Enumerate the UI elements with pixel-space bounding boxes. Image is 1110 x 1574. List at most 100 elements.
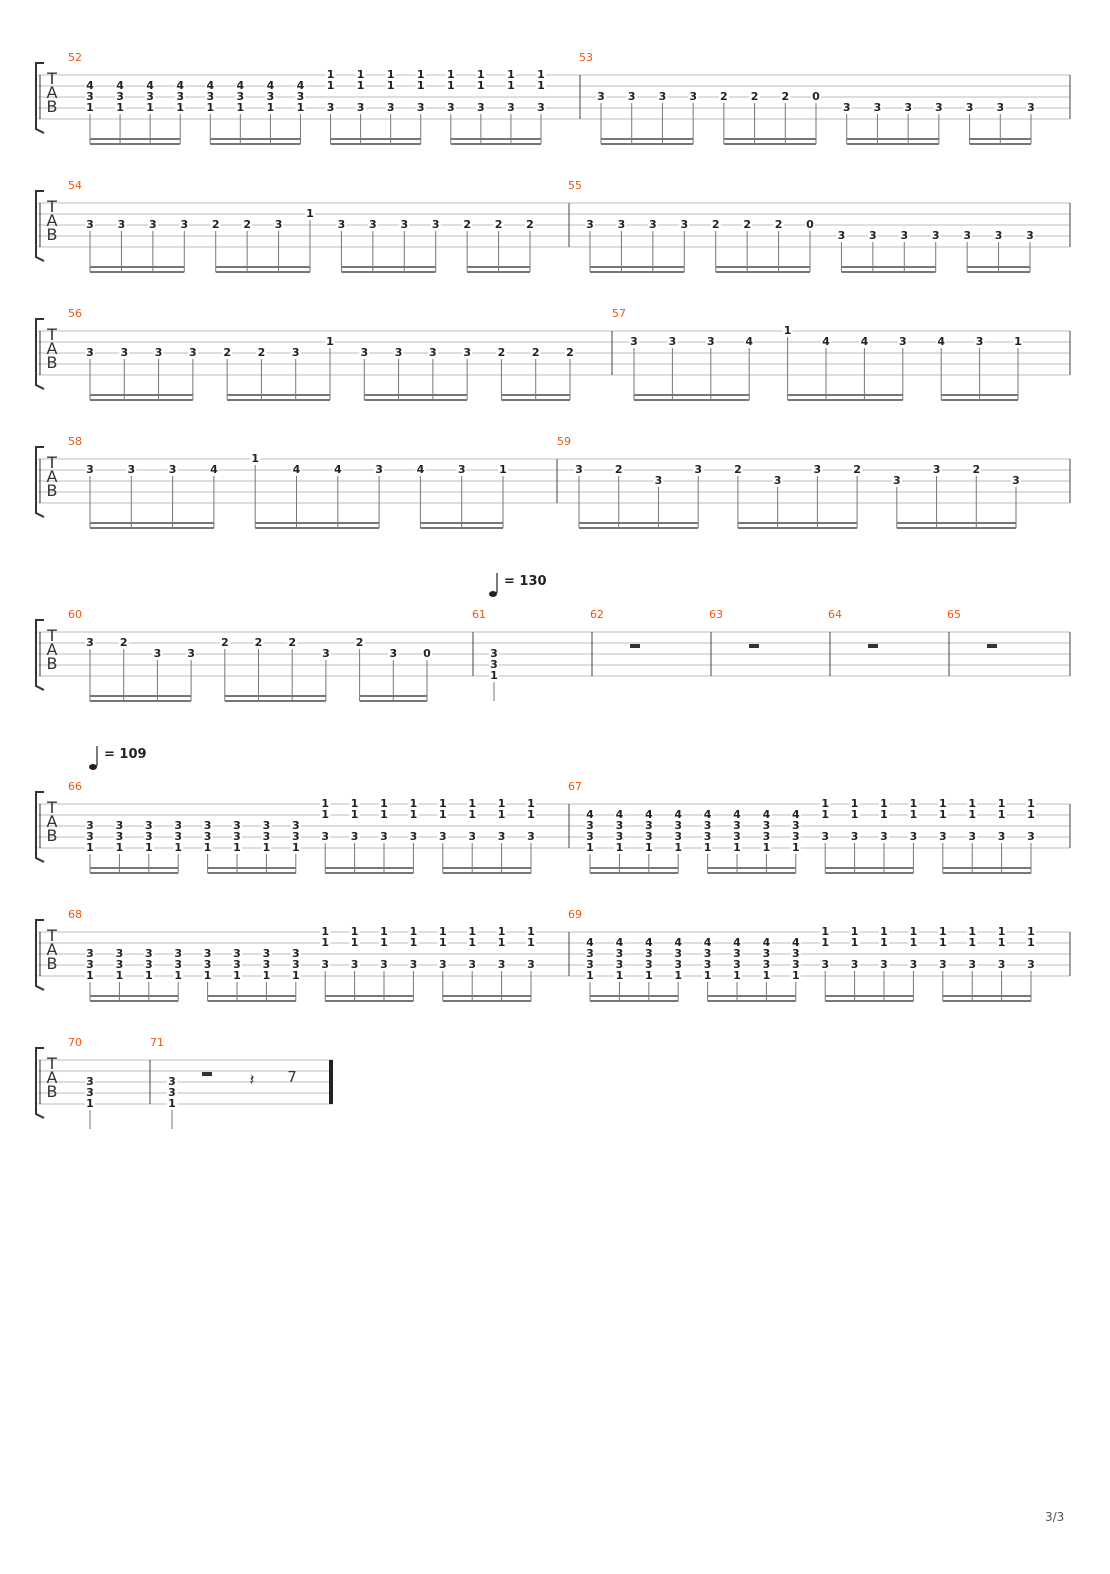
fret-bg — [385, 69, 396, 80]
fret-number: 3 — [263, 819, 271, 832]
beam — [590, 1000, 679, 1002]
fret-bg — [320, 809, 331, 820]
beam — [707, 1000, 796, 1002]
fret-number: 1 — [86, 969, 94, 982]
fret-bg — [359, 347, 370, 358]
fret-bg — [732, 464, 743, 475]
fret-bg — [585, 831, 595, 842]
fret-number: 3 — [792, 819, 800, 832]
fret-number: 3 — [586, 218, 594, 231]
fret-number: 1 — [498, 808, 506, 821]
fret-number: 3 — [118, 218, 126, 231]
fret-bg — [290, 959, 301, 970]
fret-number: 3 — [168, 1086, 176, 1099]
fret-number: 1 — [733, 841, 741, 854]
measure-number: 69 — [568, 908, 582, 921]
fret-number: 3 — [851, 830, 859, 843]
fret-bg — [173, 959, 184, 970]
measure-number: 70 — [68, 1036, 82, 1049]
fret-bg — [812, 464, 823, 475]
fret-bg — [710, 219, 721, 230]
fret-bg — [732, 820, 742, 831]
measure-number: 62 — [590, 608, 604, 621]
fret-bg — [526, 959, 536, 970]
fret-number: 3 — [267, 90, 275, 103]
beam — [255, 522, 380, 524]
fret-number: 1 — [537, 68, 545, 81]
quarter-rest: 𝄽 — [250, 1070, 255, 1089]
fret-number: 3 — [1026, 229, 1034, 242]
fret-bg — [222, 347, 233, 358]
fret-bg — [761, 809, 772, 820]
fret-bg — [349, 809, 360, 820]
fret-bg — [585, 219, 595, 230]
fret-number: 3 — [292, 346, 300, 359]
beam — [825, 995, 914, 997]
fret-number: 3 — [910, 830, 918, 843]
beam — [896, 527, 1016, 529]
beam — [941, 399, 1018, 401]
fret-number: 1 — [498, 936, 506, 949]
beam — [90, 138, 181, 140]
fret-bg — [489, 648, 499, 659]
beam — [590, 867, 679, 869]
fret-number: 3 — [86, 1086, 94, 1099]
fret-number: 1 — [645, 841, 653, 854]
fret-number: 3 — [410, 958, 418, 971]
beam — [723, 138, 816, 140]
beam — [227, 394, 330, 396]
fret-number: 1 — [499, 463, 507, 476]
fret-number: 4 — [861, 335, 869, 348]
beam — [634, 399, 750, 401]
fret-number: 3 — [674, 958, 682, 971]
fret-number: 1 — [206, 101, 214, 114]
fret-bg — [790, 820, 801, 831]
fret-number: 0 — [812, 90, 820, 103]
fret-number: 3 — [704, 958, 712, 971]
fret-number: 2 — [532, 346, 540, 359]
fret-bg — [937, 798, 948, 809]
fret-number: 1 — [116, 101, 124, 114]
fret-number: 1 — [233, 969, 241, 982]
fret-bg — [143, 970, 154, 981]
fret-bg — [820, 937, 831, 948]
fret-bg — [967, 798, 978, 809]
tab-clef-letter: T — [46, 798, 57, 817]
fret-number: 1 — [263, 841, 271, 854]
fret-number: 1 — [490, 669, 498, 682]
fret-number: 3 — [380, 958, 388, 971]
fret-number: 3 — [575, 463, 583, 476]
fret-bg — [408, 959, 419, 970]
fret-number: 3 — [792, 947, 800, 960]
fret-bg — [349, 959, 360, 970]
beam — [90, 271, 185, 273]
fret-bg — [115, 80, 126, 91]
measure-number: 57 — [612, 307, 626, 320]
fret-bg — [287, 637, 298, 648]
fret-bg — [849, 809, 860, 820]
system-bracket — [35, 1047, 45, 1119]
fret-number: 3 — [932, 229, 940, 242]
fret-bg — [526, 809, 536, 820]
beam — [715, 271, 810, 273]
fret-bg — [967, 937, 978, 948]
fret-number: 1 — [784, 324, 792, 337]
fret-bg — [790, 959, 801, 970]
fret-number: 1 — [851, 797, 859, 810]
fret-number: 1 — [410, 808, 418, 821]
fret-bg — [379, 809, 389, 820]
fret-number: 3 — [880, 830, 888, 843]
fret-bg — [355, 102, 366, 113]
fret-bg — [385, 80, 396, 91]
fret-number: 3 — [586, 819, 594, 832]
fret-bg — [261, 831, 272, 842]
fret-bg — [354, 637, 365, 648]
fret-number: 4 — [733, 808, 741, 821]
fret-bg — [705, 336, 716, 347]
fret-number: 3 — [616, 947, 624, 960]
fret-bg — [85, 91, 95, 102]
beam — [442, 872, 531, 874]
fret-bg — [790, 948, 801, 959]
fret-bg — [931, 464, 942, 475]
fret-number: 2 — [853, 463, 861, 476]
